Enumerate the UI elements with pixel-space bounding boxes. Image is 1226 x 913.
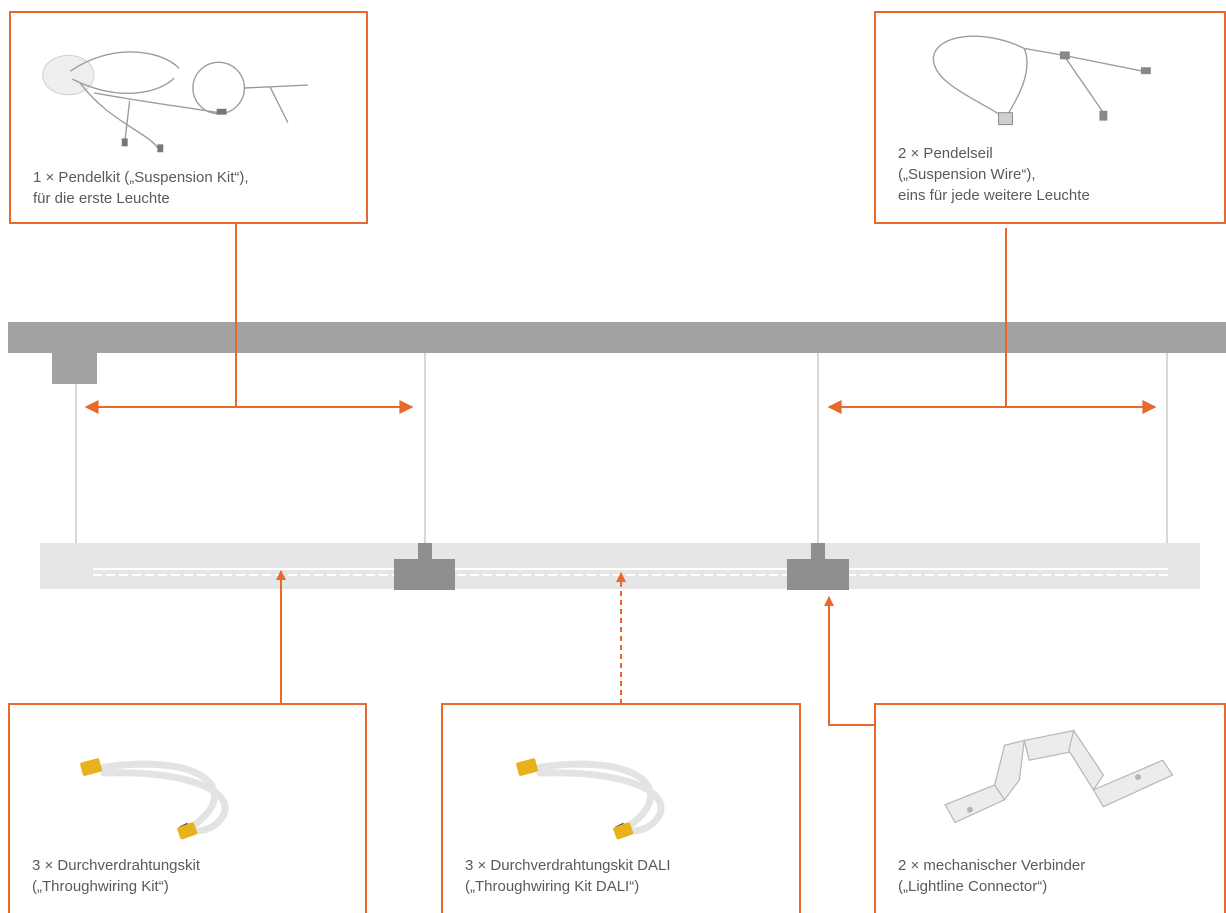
throughwiring-cable-icon: [80, 758, 229, 840]
ceiling-rail: [8, 322, 1226, 353]
throughwiring-kit-dali-caption: 3 × Durchverdrahtungskit DALI („Throughw…: [465, 855, 671, 897]
caption-line: 2 × mechanischer Verbinder: [898, 857, 1086, 874]
caption-line: für die erste Leuchte: [33, 190, 170, 207]
suspension-wire-caption: 2 × Pendelseil („Suspension Wire“), eins…: [898, 143, 1090, 206]
throughwiring-dali-cable-icon: [516, 758, 665, 840]
card-suspension-kit: 1 × Pendelkit („Suspension Kit“), für di…: [9, 11, 368, 224]
card-lightline-connector: 2 × mechanischer Verbinder („Lightline C…: [874, 703, 1226, 913]
caption-line: 2 × Pendelseil: [898, 145, 993, 162]
card-throughwiring-kit: 3 × Durchverdrahtungskit („Throughwiring…: [8, 703, 367, 913]
luminaire-connector-left-stem: [418, 543, 432, 559]
card-suspension-wire: 2 × Pendelseil („Suspension Wire“), eins…: [874, 11, 1226, 224]
lightline-connector-caption: 2 × mechanischer Verbinder („Lightline C…: [898, 855, 1085, 897]
luminaire-connector-left: [394, 559, 455, 590]
caption-line: („Throughwiring Kit DALI“): [465, 878, 640, 895]
caption-line: 3 × Durchverdrahtungskit: [32, 857, 201, 874]
caption-line: („Suspension Wire“),: [898, 166, 1036, 183]
suspension-wires: [75, 353, 1168, 543]
suspension-wire-icon: [932, 35, 1151, 126]
card-throughwiring-kit-dali: 3 × Durchverdrahtungskit DALI („Throughw…: [441, 703, 801, 913]
luminaire-connector-right: [787, 559, 849, 590]
caption-line: eins für jede weitere Leuchte: [898, 187, 1090, 204]
caption-line: („Throughwiring Kit“): [32, 878, 169, 895]
caption-line: 1 × Pendelkit („Suspension Kit“),: [33, 169, 249, 186]
lightline-connector-arrow: [824, 596, 875, 726]
ceiling-mount-block: [52, 352, 97, 384]
suspension-kit-caption: 1 × Pendelkit („Suspension Kit“), für di…: [33, 167, 249, 209]
caption-line: 3 × Durchverdrahtungskit DALI: [465, 857, 671, 874]
caption-line: („Lightline Connector“): [898, 878, 1048, 895]
throughwiring-kit-caption: 3 × Durchverdrahtungskit („Throughwiring…: [32, 855, 200, 897]
luminaire-connector-right-stem: [811, 543, 825, 559]
suspension-kit-icon: [42, 51, 308, 153]
lightline-connector-icon: [944, 729, 1174, 824]
